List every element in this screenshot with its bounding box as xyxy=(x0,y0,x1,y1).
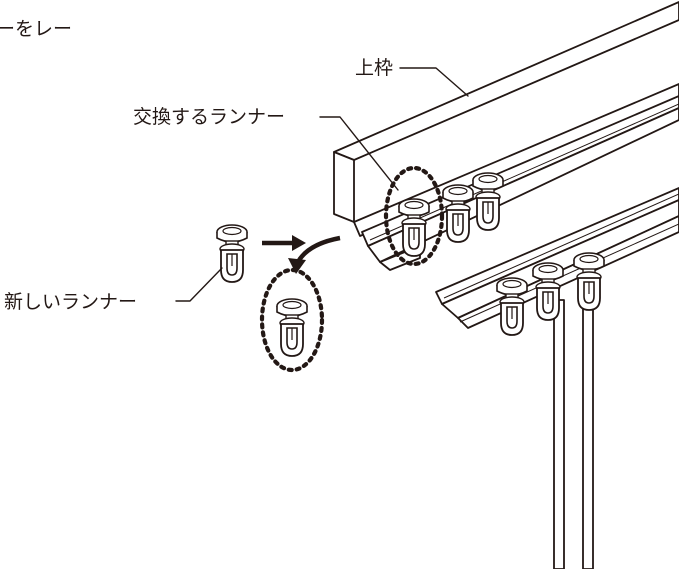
runner-to-replace-label: 交換するランナー xyxy=(133,106,285,128)
upper-frame xyxy=(333,1,679,237)
upper-frame-leader xyxy=(399,67,469,97)
new-runner xyxy=(216,224,248,283)
inserted-runner xyxy=(276,298,308,357)
upper-frame-label: 上枠 xyxy=(355,57,393,79)
new-runner-label: 新しいランナー xyxy=(4,291,137,313)
new-runner-highlight-circle xyxy=(259,267,325,373)
replace-runner-leader xyxy=(319,116,399,191)
curved-arrow-down-icon xyxy=(288,235,341,274)
replace-highlight-circle xyxy=(383,165,445,267)
new-runner-leader xyxy=(175,267,223,302)
top-fragment-text: ーをレー xyxy=(0,18,72,40)
upper-runners xyxy=(398,172,504,257)
vertical-bars xyxy=(553,287,594,569)
arrow-right-icon xyxy=(262,235,306,251)
